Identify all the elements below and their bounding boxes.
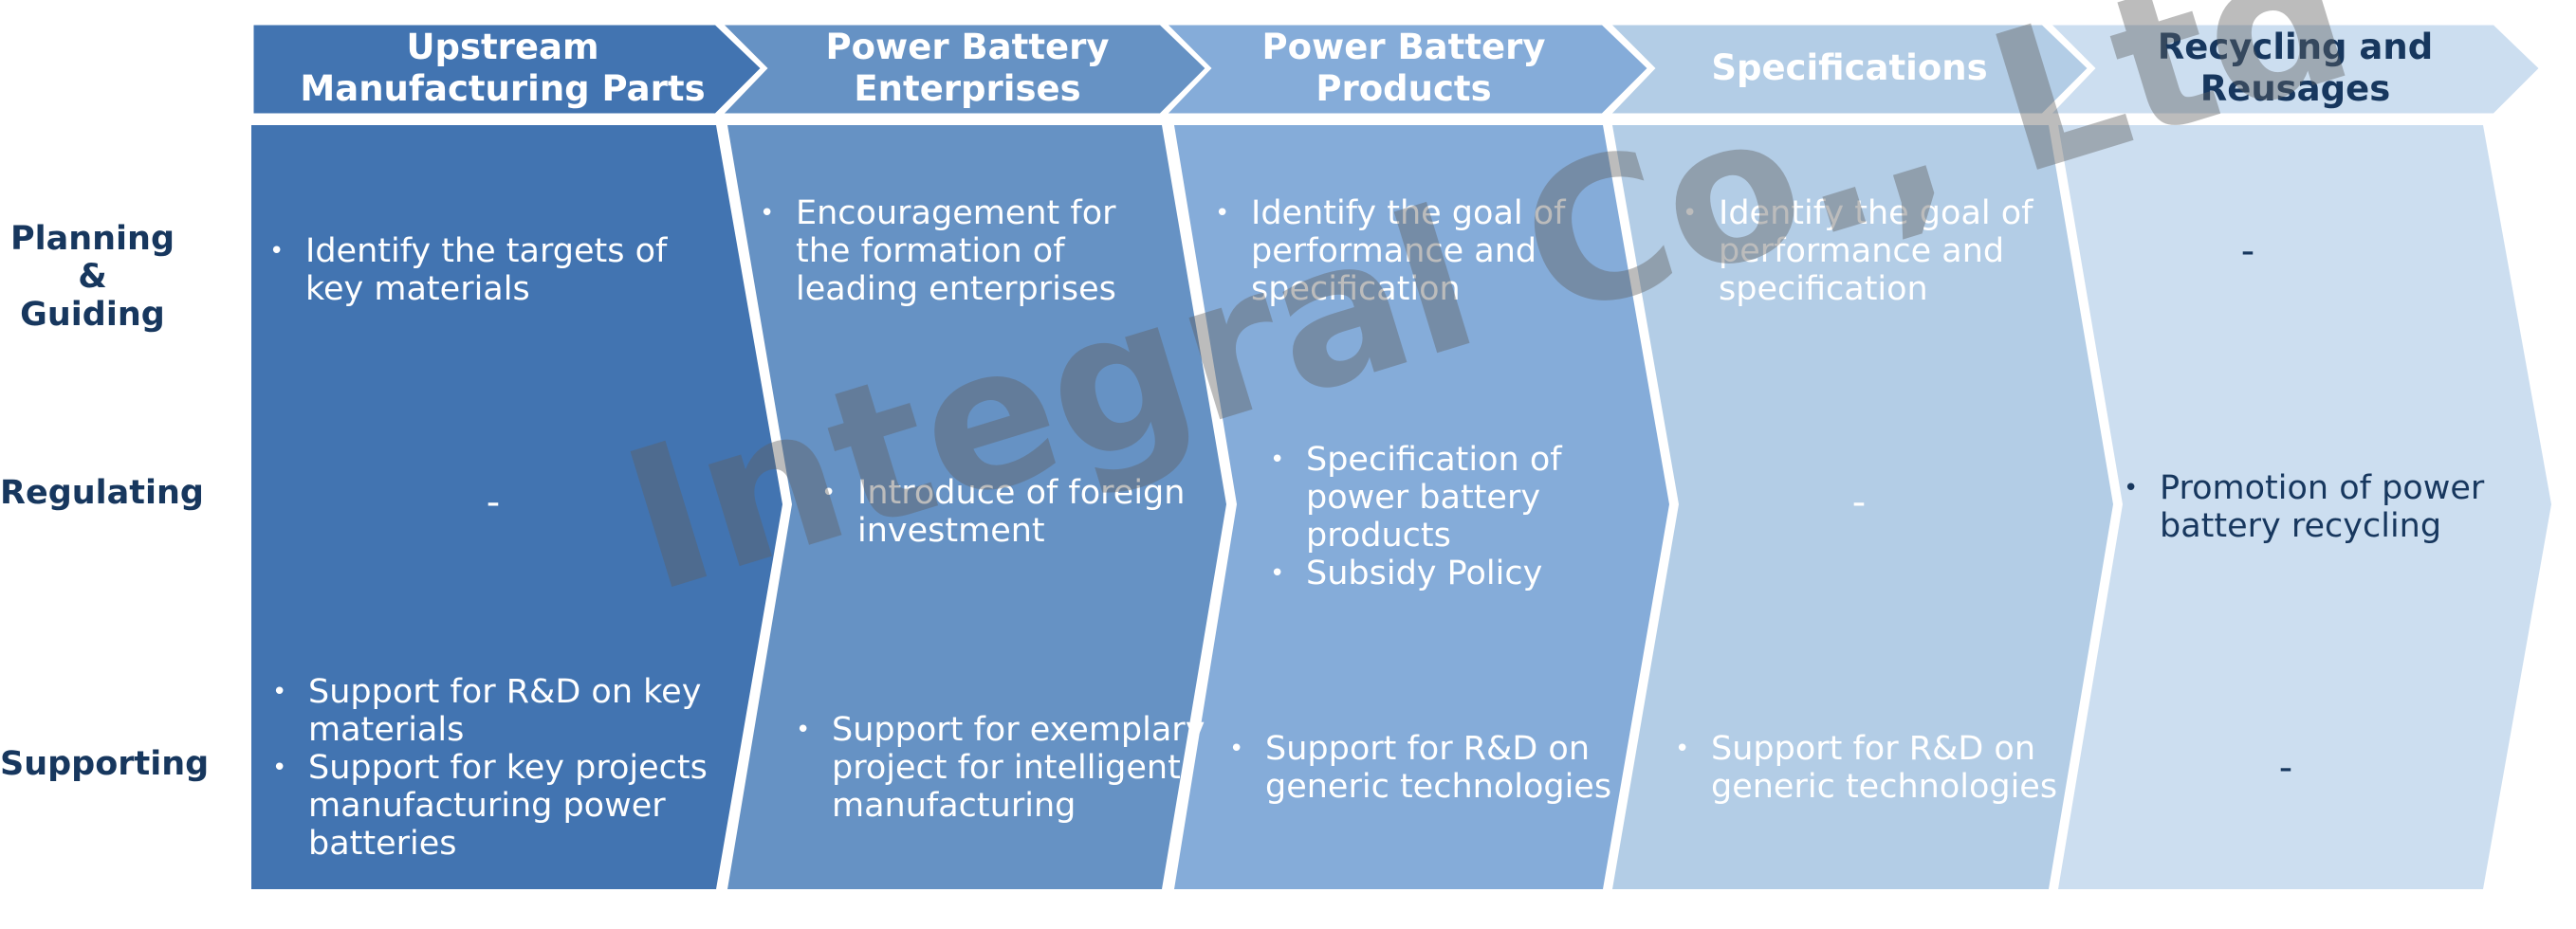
cell-products-regulating: Specification of power battery products … [1266,427,1646,607]
cell-specifications-regulating: - [1669,455,2049,550]
bullet-item: Encouragement for the formation of leadi… [756,194,1173,308]
cell-upstream-regulating: - [266,455,721,550]
cell-specifications-planning: Identify the goal of performance and spe… [1679,185,2077,318]
bullet-item: Support for R&D on generic technologies [1225,730,1624,806]
cell-products-planning: Identify the goal of performance and spe… [1211,185,1610,318]
bullet-item: Identify the targets of key materials [266,232,711,308]
header-arrow-specifications [1600,20,2094,118]
cell-upstream-planning: Identify the targets of key materials [266,194,711,346]
row-label-planning-line1: Planning [9,220,175,258]
bullet-item: Identify the goal of performance and spe… [1679,194,2077,308]
bullet-item: Support for key projects manufacturing p… [268,749,724,863]
header-upstream-manufacturing-parts: Upstream Manufacturing Parts [300,27,706,109]
bullet-item: Introduce of foreign investment [818,474,1197,550]
cell-enterprises-regulating: Introduce of foreign investment [818,455,1197,569]
cell-enterprises-planning: Encouragement for the formation of leadi… [756,185,1173,318]
cell-products-supporting: Support for R&D on generic technologies [1225,720,1624,815]
empty-dash: - [2278,746,2293,790]
bullet-item: Support for R&D on generic technologies [1671,730,2070,806]
cell-recycling-planning: - [2058,209,2438,294]
header-arrow-products [1156,20,1654,118]
bullet-item: Support for exemplary project for intell… [792,711,1209,825]
header-recycling-and-reusages: Recycling and Reusages [2157,27,2434,109]
bullet-item: Promotion of power battery recycling [2120,469,2499,545]
cell-upstream-supporting: Support for R&D on key materials Support… [268,664,724,872]
header-arrow-recycling [2040,20,2546,118]
cell-recycling-regulating: Promotion of power battery recycling [2120,455,2499,559]
empty-dash: - [486,481,501,524]
cell-recycling-supporting: - [2096,720,2475,815]
empty-dash: - [1851,481,1867,524]
bullet-item: Support for R&D on key materials [268,673,724,749]
header-specifications: Specifications [1711,47,1988,88]
bullet-item: Identify the goal of performance and spe… [1211,194,1610,308]
row-label-planning-line2: & [78,258,107,296]
empty-dash: - [2240,229,2255,273]
header-power-battery-enterprises: Power Battery Enterprises [825,27,1110,109]
bullet-item: Specification of power battery products [1266,441,1646,555]
header-arrows [248,20,2546,118]
body-chevron-specifications [1612,125,2113,889]
header-power-battery-products: Power Battery Products [1261,27,1546,109]
row-label-regulating: Regulating [0,474,204,512]
row-label-planning: Planning & Guiding [0,220,185,334]
cell-enterprises-supporting: Support for exemplary project for intell… [792,701,1209,834]
row-label-planning-line3: Guiding [20,296,165,334]
bullet-item: Subsidy Policy [1266,555,1646,592]
cell-specifications-supporting: Support for R&D on generic technologies [1671,720,2070,815]
row-label-supporting: Supporting [0,745,210,783]
